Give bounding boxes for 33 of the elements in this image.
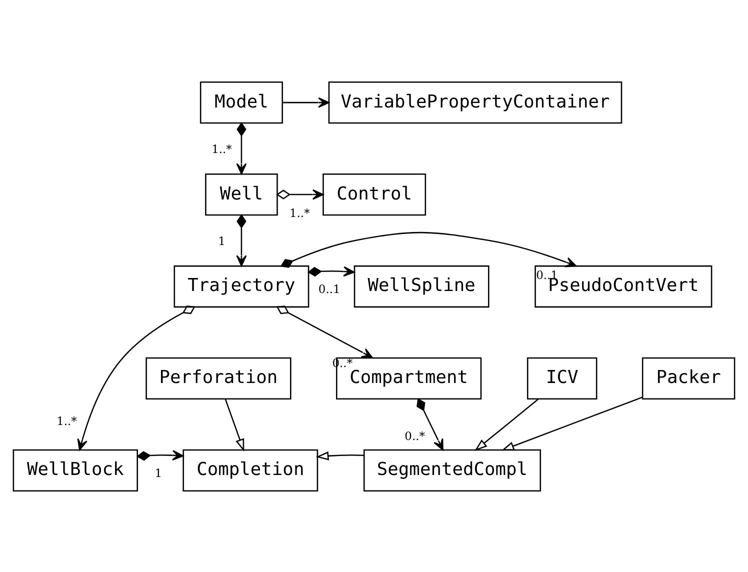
- arrow: [282, 96, 330, 108]
- node-box: Perforation: [146, 356, 292, 400]
- edge-label: 1..*: [289, 206, 310, 220]
- arrow: [416, 398, 444, 450]
- arrow: [308, 266, 355, 276]
- arrow: [501, 396, 643, 450]
- edge-label: 1: [154, 466, 162, 480]
- node-box: Packer: [642, 356, 736, 400]
- edge-label: 1..*: [56, 413, 77, 428]
- arrow: [276, 305, 374, 358]
- edge-label: 1..*: [212, 142, 232, 156]
- arrow: [276, 188, 324, 200]
- arrow: [136, 450, 184, 460]
- node-box: WellSpline: [354, 264, 490, 308]
- node-box: SegmentedCompl: [363, 448, 542, 492]
- arrow: [236, 122, 247, 174]
- arrow: [316, 450, 364, 460]
- arrow: [474, 398, 539, 451]
- arrow: [280, 231, 577, 268]
- node-box: ICV: [526, 356, 598, 400]
- node-box: Control: [322, 172, 426, 216]
- arrow: [224, 398, 244, 452]
- arrow: [77, 304, 196, 450]
- node-box: Completion: [182, 448, 318, 492]
- edge-label: 1: [218, 234, 226, 248]
- arrow: [236, 214, 247, 266]
- edge-label: 0..1: [318, 282, 340, 296]
- node-box: VariablePropertyContainer: [328, 80, 622, 124]
- edge-label: 0..*: [404, 428, 426, 443]
- node-box: Well: [205, 172, 278, 216]
- node-box: Model: [200, 80, 283, 124]
- node-box: WellBlock: [12, 448, 138, 492]
- node-box: Trajectory: [174, 264, 310, 308]
